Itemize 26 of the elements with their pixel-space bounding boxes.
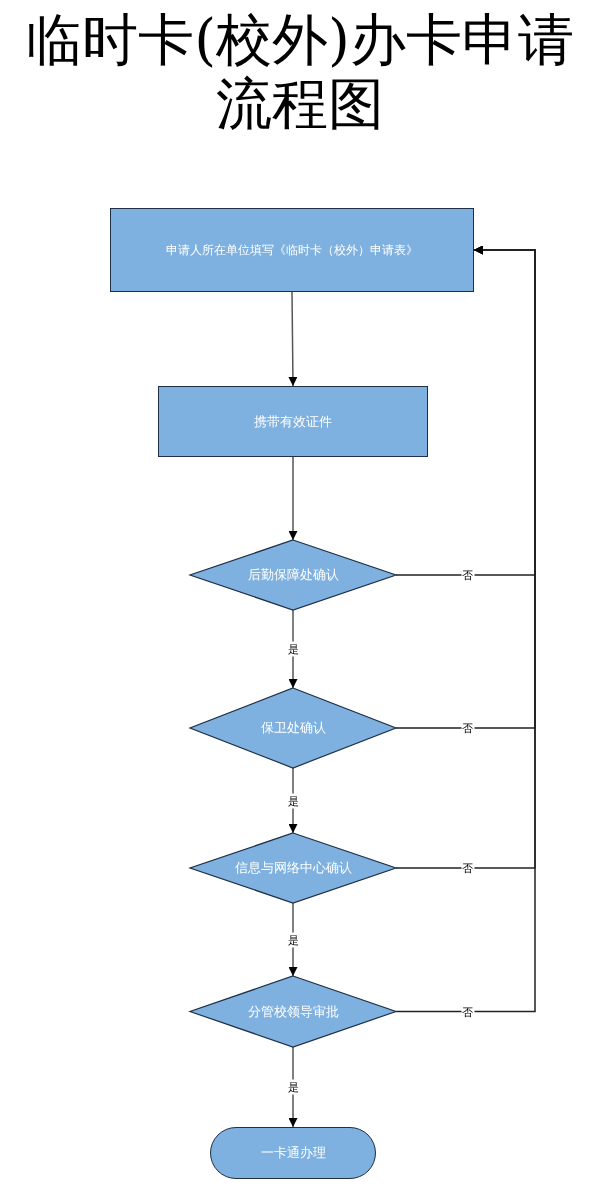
process-box: [110, 208, 474, 292]
terminal-text: 一卡通办理: [260, 1144, 326, 1162]
arrow: [288, 291, 298, 387]
edge-label: 是: [286, 1079, 300, 1095]
edge-label: 否: [461, 720, 474, 736]
decision-diamond: [190, 833, 396, 903]
decision-diamond: [190, 540, 396, 610]
edge-label: 否: [461, 860, 474, 876]
arrow: [395, 245, 536, 1013]
arrow: [288, 456, 298, 541]
edge-label: 是: [286, 641, 300, 657]
edge-label: 否: [461, 567, 474, 583]
decision-text: 后勤保障处确认: [247, 566, 339, 584]
edge-label: 否: [461, 1004, 474, 1019]
decision-diamond: [190, 688, 396, 768]
edge-label: 是: [286, 793, 300, 808]
process-text: 携带有效证件: [254, 412, 332, 431]
diagram-title: 临时卡(校外)办卡申请流程图: [25, 8, 575, 136]
terminal-box: [210, 1127, 376, 1179]
process-box: [158, 386, 428, 457]
decision-diamond: [190, 976, 396, 1047]
decision-text: 信息与网络中心确认: [234, 859, 352, 877]
edge-label: 是: [286, 932, 300, 947]
decision-text: 分管校领导审批: [247, 1002, 339, 1021]
decision-text: 保卫处确认: [260, 719, 326, 737]
process-text: 申请人所在单位填写《临时卡（校外）申请表》: [166, 241, 418, 259]
